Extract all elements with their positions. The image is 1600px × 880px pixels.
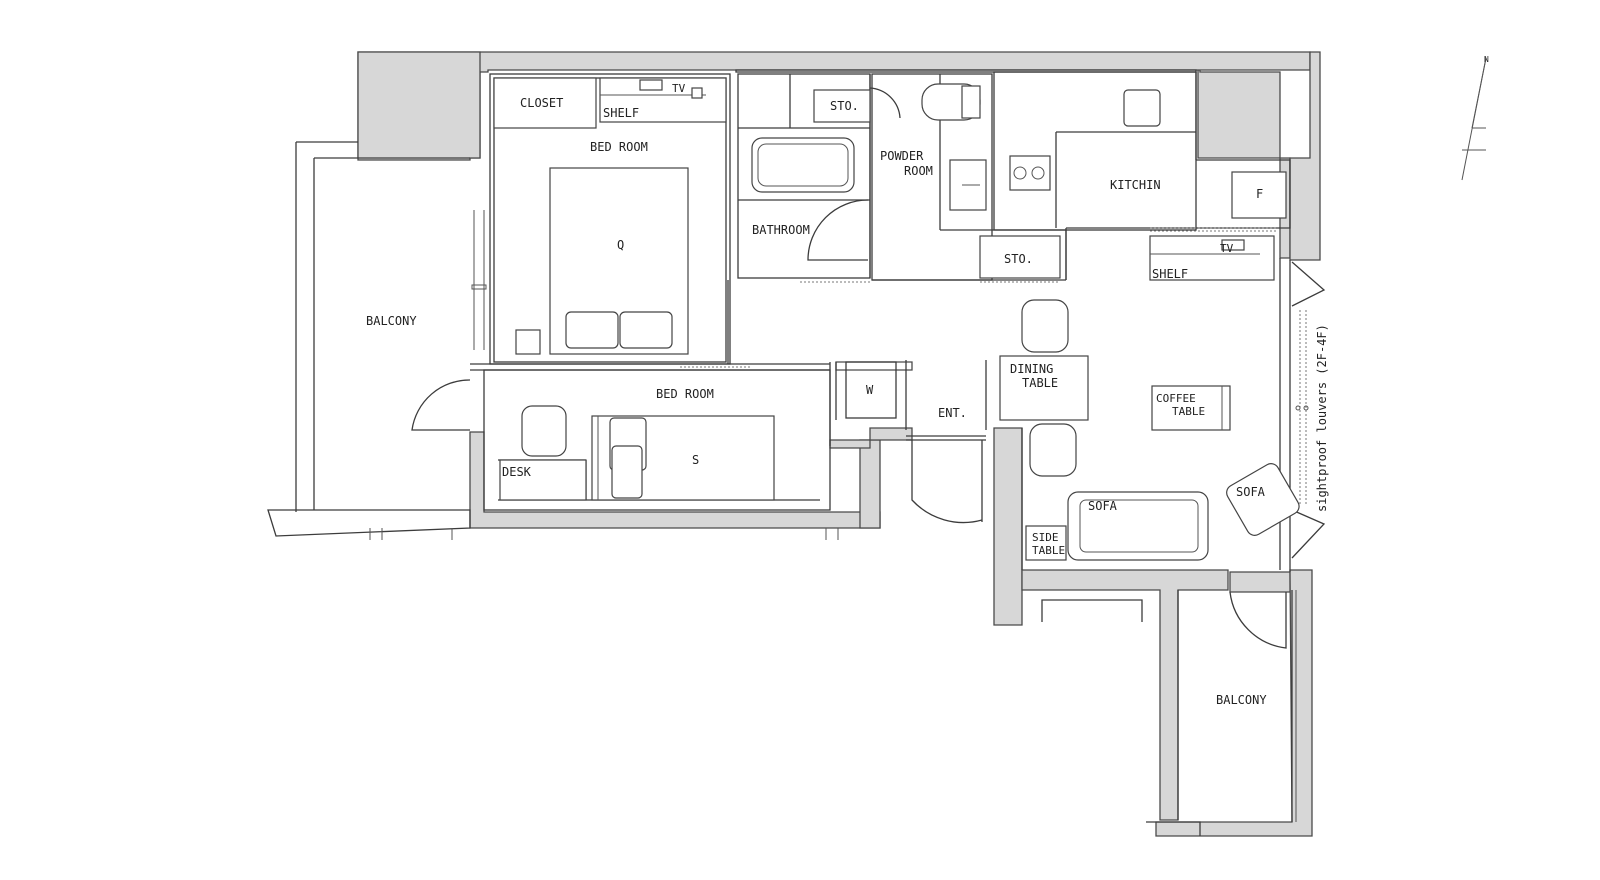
- closet: [493, 77, 597, 129]
- label-sto-mid: STO.: [1004, 252, 1033, 266]
- side-table: [1025, 525, 1067, 561]
- cooktop: [1009, 155, 1051, 191]
- label-louvers: sightproof louvers (2F-4F): [1315, 324, 1329, 512]
- label-desk: DESK: [502, 465, 532, 479]
- label-powder-1: POWDER: [880, 149, 924, 163]
- label-side-1: SIDE: [1032, 531, 1059, 544]
- furniture: [493, 57, 1487, 561]
- label-balcony-left: BALCONY: [366, 314, 417, 328]
- label-powder-2: ROOM: [904, 164, 933, 178]
- desk: [499, 459, 587, 501]
- label-sto-top: STO.: [830, 99, 859, 113]
- label-washer: W: [866, 383, 874, 397]
- label-bed-s: S: [692, 453, 699, 467]
- coffee-table: [1151, 385, 1231, 431]
- sofa-chair: [1226, 463, 1300, 536]
- dining-chair-bottom: [1029, 423, 1077, 477]
- label-shelf-bedroom: SHELF: [603, 106, 639, 120]
- bathtub: [751, 137, 855, 193]
- dining-table: [999, 355, 1089, 421]
- sofa: [1067, 491, 1209, 561]
- label-coffee-2: TABLE: [1172, 405, 1205, 418]
- label-dining-2: TABLE: [1022, 376, 1058, 390]
- north-arrow: [1461, 57, 1487, 181]
- label-coffee-1: COFFEE: [1156, 392, 1196, 405]
- sto-mid: [979, 235, 1061, 279]
- label-entrance: ENT.: [938, 406, 967, 420]
- bedroom-shelf: [599, 77, 727, 123]
- label-kitchen: KITCHIN: [1110, 178, 1161, 192]
- label-balcony-right: BALCONY: [1216, 693, 1267, 707]
- living-shelf: [1149, 235, 1275, 281]
- nightstand: [515, 329, 541, 355]
- dining-chair-top: [1021, 299, 1069, 353]
- label-bed-q: Q: [617, 238, 624, 252]
- labels: CLOSET TV SHELF BED ROOM Q BALCONY BED R…: [366, 55, 1489, 707]
- label-bedroom-bottom: BED ROOM: [656, 387, 714, 401]
- label-north: N: [1484, 55, 1489, 64]
- label-dining-1: DINING: [1010, 362, 1053, 376]
- label-side-2: TABLE: [1032, 544, 1065, 557]
- label-bedroom-top: BED ROOM: [590, 140, 648, 154]
- fridge: [1231, 171, 1287, 219]
- label-tv-living: TV: [1220, 242, 1234, 255]
- label-fridge: F: [1256, 187, 1263, 201]
- sto-top: [813, 89, 871, 123]
- label-closet: CLOSET: [520, 96, 563, 110]
- label-sofa-main: SOFA: [1088, 499, 1118, 513]
- label-tv-bedroom: TV: [672, 82, 686, 95]
- desk-chair: [521, 405, 567, 457]
- kitchen-hood: [1123, 89, 1161, 127]
- doors: [411, 87, 1326, 649]
- label-sofa-chair: SOFA: [1236, 485, 1266, 499]
- label-bathroom: BATHROOM: [752, 223, 810, 237]
- label-shelf-living: SHELF: [1152, 267, 1188, 281]
